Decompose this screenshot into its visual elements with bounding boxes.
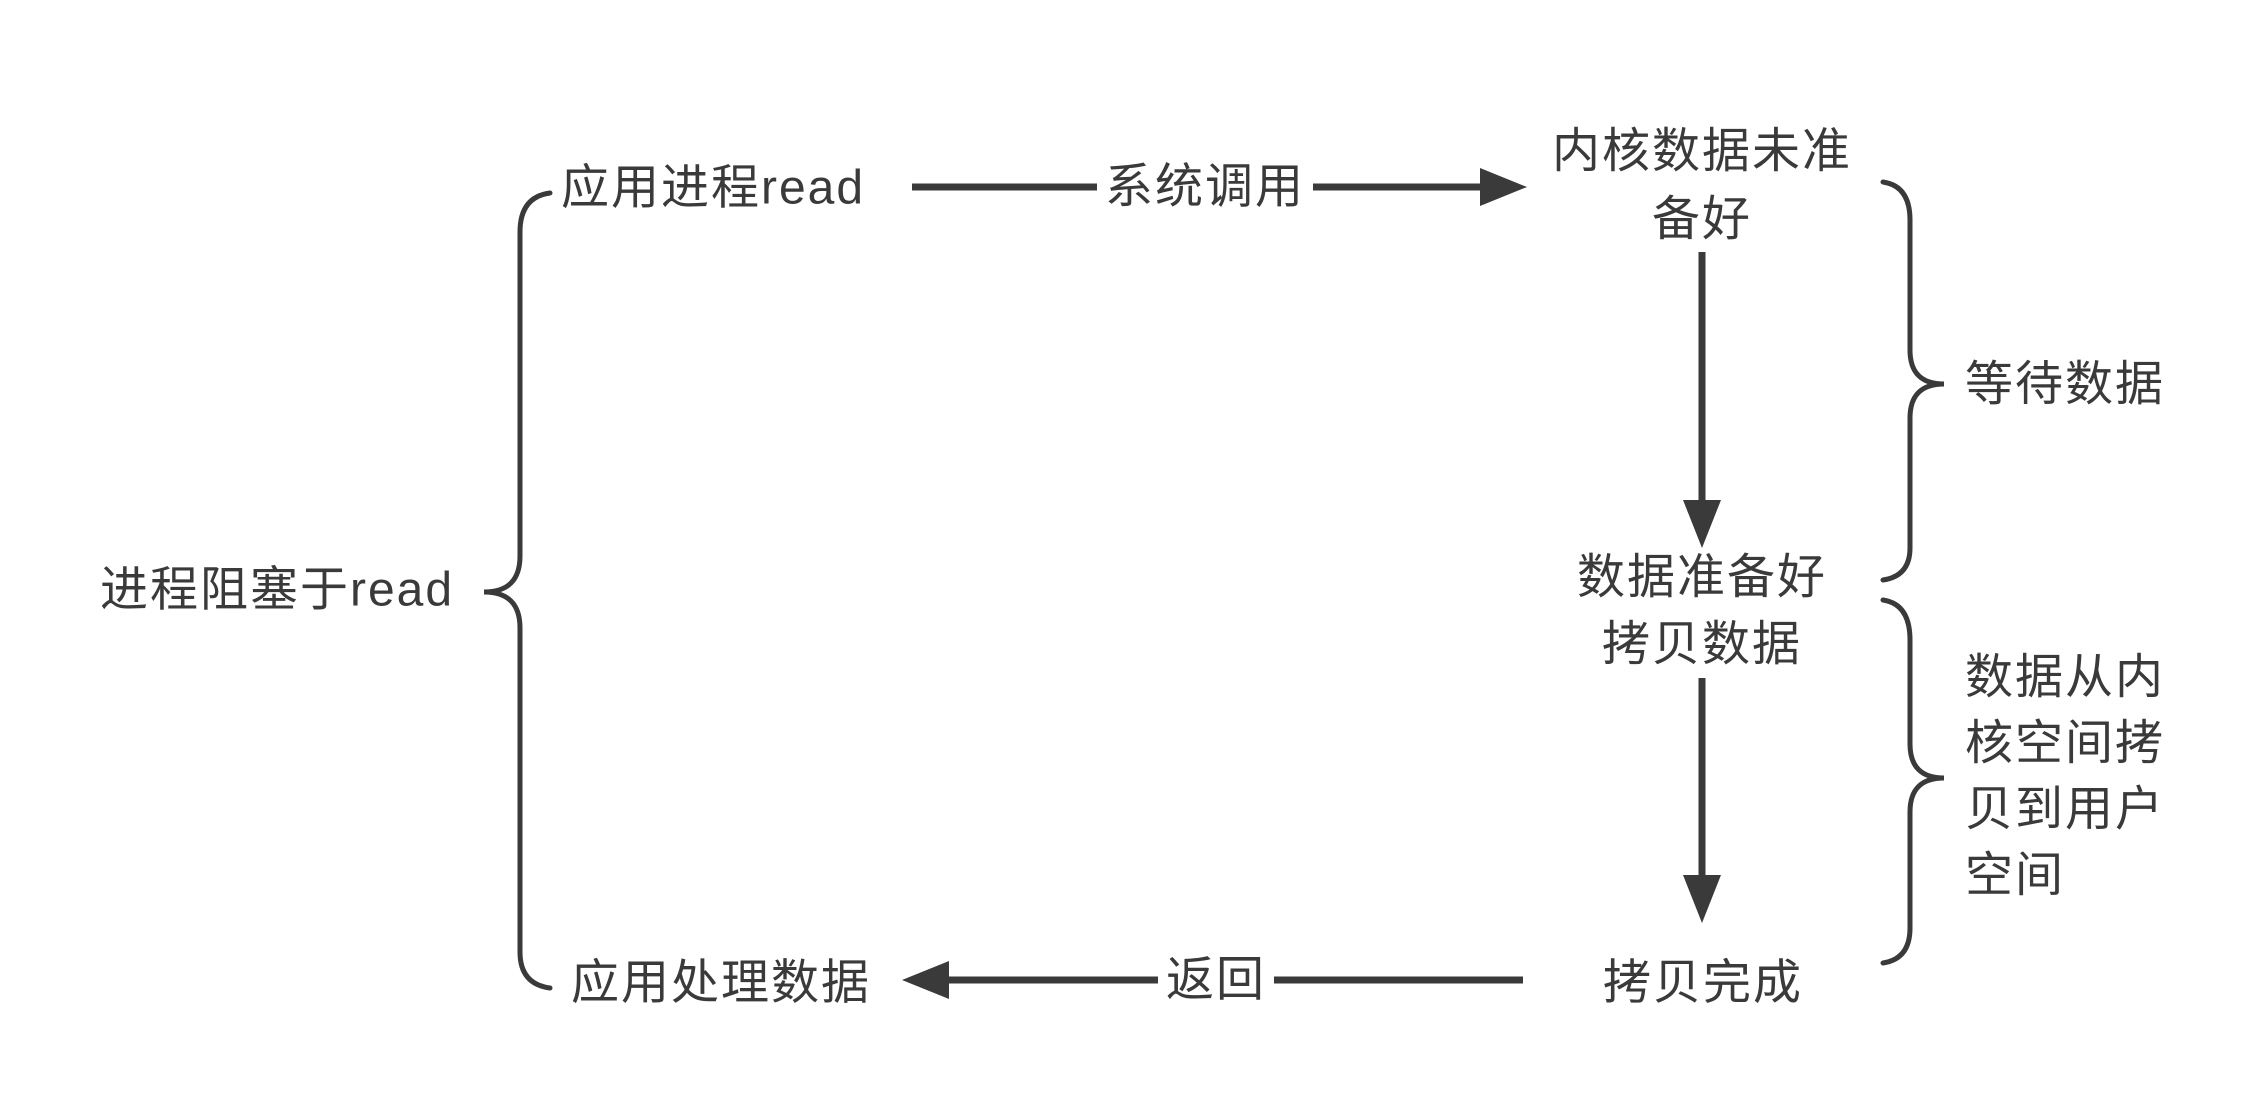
left-curly-brace-icon — [483, 190, 553, 991]
edge-label-system-call: 系统调用 — [1096, 151, 1314, 223]
node-data-ready-copy-data: 数据准备好 拷贝数据 — [1577, 544, 1827, 678]
wait-data-brace-icon — [1880, 179, 1945, 583]
annotation-copy-kernel-to-user-line4: 空间 — [1965, 849, 2066, 902]
node-copy-data-line2: 拷贝数据 — [1601, 618, 1803, 671]
edge-label-return: 返回 — [1157, 944, 1275, 1016]
annotation-wait-data: 等待数据 — [1965, 358, 2166, 411]
node-kernel-data-not-ready: 内核数据未准 备好 — [1552, 118, 1852, 254]
label-blocked-on-read: 进程阻塞于read — [99, 563, 455, 617]
node-data-ready-line1: 数据准备好 — [1576, 551, 1828, 604]
annotation-copy-kernel-to-user-line2: 核空间拷 — [1965, 717, 2166, 770]
copy-data-arrow-icon — [1683, 678, 1721, 923]
copy-span-brace-icon — [1880, 597, 1945, 966]
wait-data-arrow-icon — [1683, 252, 1721, 548]
annotation-copy-kernel-to-user-line3: 贝到用户 — [1965, 783, 2166, 836]
node-kernel-data-not-ready-line1: 内核数据未准 — [1551, 125, 1853, 178]
node-app-process-data: 应用处理数据 — [570, 956, 872, 1010]
node-copy-complete: 拷贝完成 — [1602, 956, 1804, 1010]
node-app-process-read: 应用进程read — [560, 161, 866, 215]
node-kernel-data-not-ready-line2: 备好 — [1651, 193, 1753, 246]
annotation-copy-kernel-to-user: 数据从内 核空间拷 贝到用户 空间 — [1965, 645, 2165, 909]
annotation-copy-kernel-to-user-line1: 数据从内 — [1965, 651, 2166, 704]
